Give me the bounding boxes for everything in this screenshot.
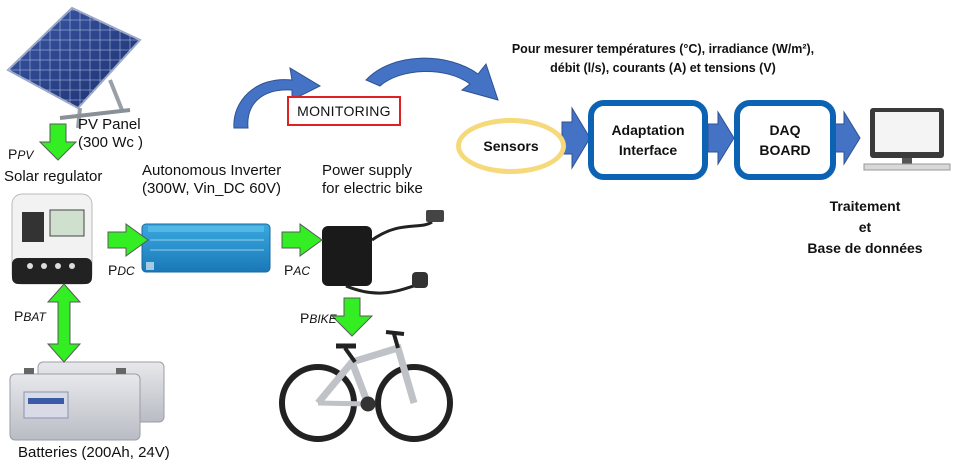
p-bike-label: PBIKE [300,310,337,326]
arrow-adapt-daq [707,110,735,166]
measurement-note-line2: débit (l/s), courants (A) et tensions (V… [550,61,776,75]
power-supply-subtitle: for electric bike [322,180,423,197]
arrow-pbat [46,283,82,363]
monitor-curve-right [365,57,499,101]
p-ac-label: PAC [284,262,311,278]
p-bat-label: PBAT [14,308,46,324]
adaptation-line1: Adaptation [611,122,685,138]
pv-panel-title: PV Panel [78,116,141,133]
sensors-node: Sensors [456,118,566,174]
measurement-note: Pour mesurer températures (°C), irradian… [478,40,848,78]
pv-panel-image [6,6,142,129]
batteries-label: Batteries (200Ah, 24V) [18,444,170,461]
arrow-daq-pc [833,110,861,166]
arrow-pbike [330,297,374,337]
solar-regulator-label: Solar regulator [4,168,103,185]
arrow-pac [281,223,323,257]
monitor-curve-left [233,67,322,129]
pv-panel-label: PV Panel (300 Wc ) [78,116,143,152]
daq-board-box: DAQ BOARD [734,100,836,180]
arrow-pdc [107,223,149,257]
power-supply-label: Power supply for electric bike [322,162,423,198]
green-arrows [38,123,374,363]
monitoring-box: MONITORING [287,96,401,126]
computer-image [863,108,951,171]
inverter-spec: (300W, Vin_DC 60V) [142,180,281,197]
daq-line2: BOARD [759,142,811,158]
solar-regulator-image [11,193,93,285]
electric-bike-image [279,330,453,442]
arrow-ppv [38,123,78,161]
inverter-title: Autonomous Inverter [142,162,282,179]
traitement-label: Traitement et Base de données [800,196,930,259]
adaptation-line2: Interface [618,142,678,158]
pv-panel-rating: (300 Wc ) [78,134,144,151]
batteries-image [9,361,165,441]
p-pv-label: PPV [8,146,34,162]
daq-line1: DAQ [769,122,801,138]
inverter-label: Autonomous Inverter (300W, Vin_DC 60V) [142,162,281,198]
traitement-line2: et [858,219,872,235]
p-dc-label: PDC [108,262,135,278]
adaptation-interface-box: Adaptation Interface [588,100,708,180]
power-supply-image [322,210,444,295]
measurement-note-line1: Pour mesurer températures (°C), irradian… [511,42,815,56]
power-supply-title: Power supply [322,162,413,179]
arrow-sensors-adapt [561,106,591,170]
inverter-image [141,223,271,273]
traitement-line3: Base de données [807,240,923,256]
blue-arrows [233,57,861,170]
traitement-line1: Traitement [829,198,901,214]
